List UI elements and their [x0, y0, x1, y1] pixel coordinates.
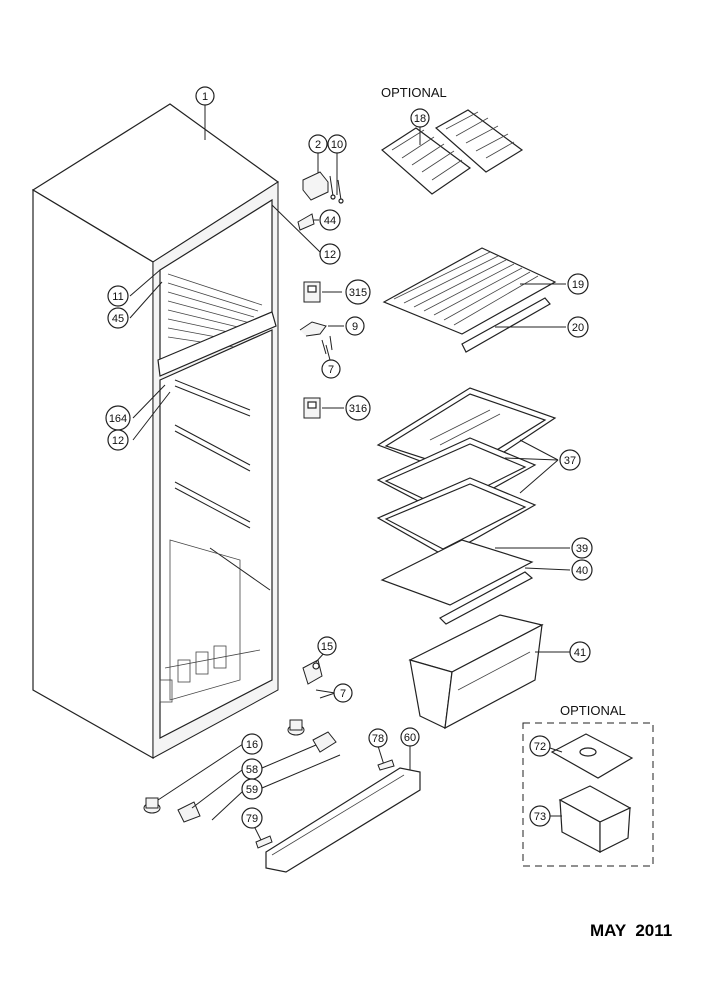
- callout-12-bottom: 12: [112, 435, 124, 447]
- callout-2: 2: [315, 139, 321, 151]
- strip-40: [439, 571, 534, 625]
- switch-315: [303, 281, 321, 303]
- leveling-feet-16: [143, 719, 305, 814]
- screws-10: [329, 175, 344, 204]
- callout-45: 45: [112, 313, 124, 325]
- cabinet: [31, 103, 280, 760]
- callout-11: 11: [112, 291, 123, 303]
- callout-315: 315: [349, 287, 367, 299]
- wire-shelf-19: [382, 247, 557, 335]
- egg-tray-72: [550, 733, 634, 779]
- leader-lines: [129, 104, 344, 441]
- hinge-2: [302, 171, 329, 201]
- callout-1: 1: [202, 91, 208, 103]
- part-78: [377, 759, 395, 771]
- callout-7-bottom: 7: [340, 688, 346, 700]
- callout-41: 41: [574, 647, 586, 659]
- callout-19: 19: [572, 279, 584, 291]
- callout-18: 18: [414, 113, 426, 125]
- glass-shelves-37: [376, 387, 557, 557]
- callout-15: 15: [321, 641, 333, 653]
- hinge-covers-58: [177, 731, 337, 823]
- optional-heading-box: OPTIONAL: [560, 703, 626, 718]
- optional-heading-top: OPTIONAL: [381, 85, 447, 100]
- crisper-drawer-41: [408, 614, 544, 730]
- callout-39: 39: [576, 543, 588, 555]
- callout-316: 316: [349, 403, 367, 415]
- kick-plate-60: [265, 767, 421, 873]
- crisper-cover-39: [380, 539, 534, 606]
- callout-58: 58: [246, 764, 258, 776]
- lamp-holder-9: [299, 321, 333, 355]
- callout-12-top: 12: [324, 249, 336, 261]
- switch-316: [303, 397, 321, 419]
- callout-60: 60: [404, 732, 416, 744]
- part-79: [255, 835, 273, 849]
- callout-73: 73: [534, 811, 546, 823]
- callout-10: 10: [331, 139, 343, 151]
- callout-9: 9: [352, 321, 358, 333]
- part-44: [297, 213, 315, 231]
- callout-59: 59: [246, 784, 258, 796]
- callout-7-top: 7: [328, 364, 334, 376]
- callout-164: 164: [109, 413, 127, 425]
- strip-20: [461, 297, 551, 353]
- hinge-15: [302, 659, 323, 685]
- revision-date: MAY 2011: [590, 921, 672, 940]
- callout-78: 78: [372, 733, 384, 745]
- ice-trays-18: [381, 109, 524, 195]
- optional-box-frame: [522, 722, 654, 867]
- callout-40: 40: [576, 565, 588, 577]
- callout-16: 16: [246, 739, 258, 751]
- callout-37: 37: [564, 455, 576, 467]
- callout-44: 44: [324, 215, 336, 227]
- callout-72: 72: [534, 741, 546, 753]
- callout-20: 20: [572, 322, 584, 334]
- callout-79: 79: [246, 813, 258, 825]
- butter-box-73: [558, 785, 632, 853]
- callouts-cabinet: 1 2 10 44 12 11 45 315 9 7 316 164 12: [105, 86, 371, 451]
